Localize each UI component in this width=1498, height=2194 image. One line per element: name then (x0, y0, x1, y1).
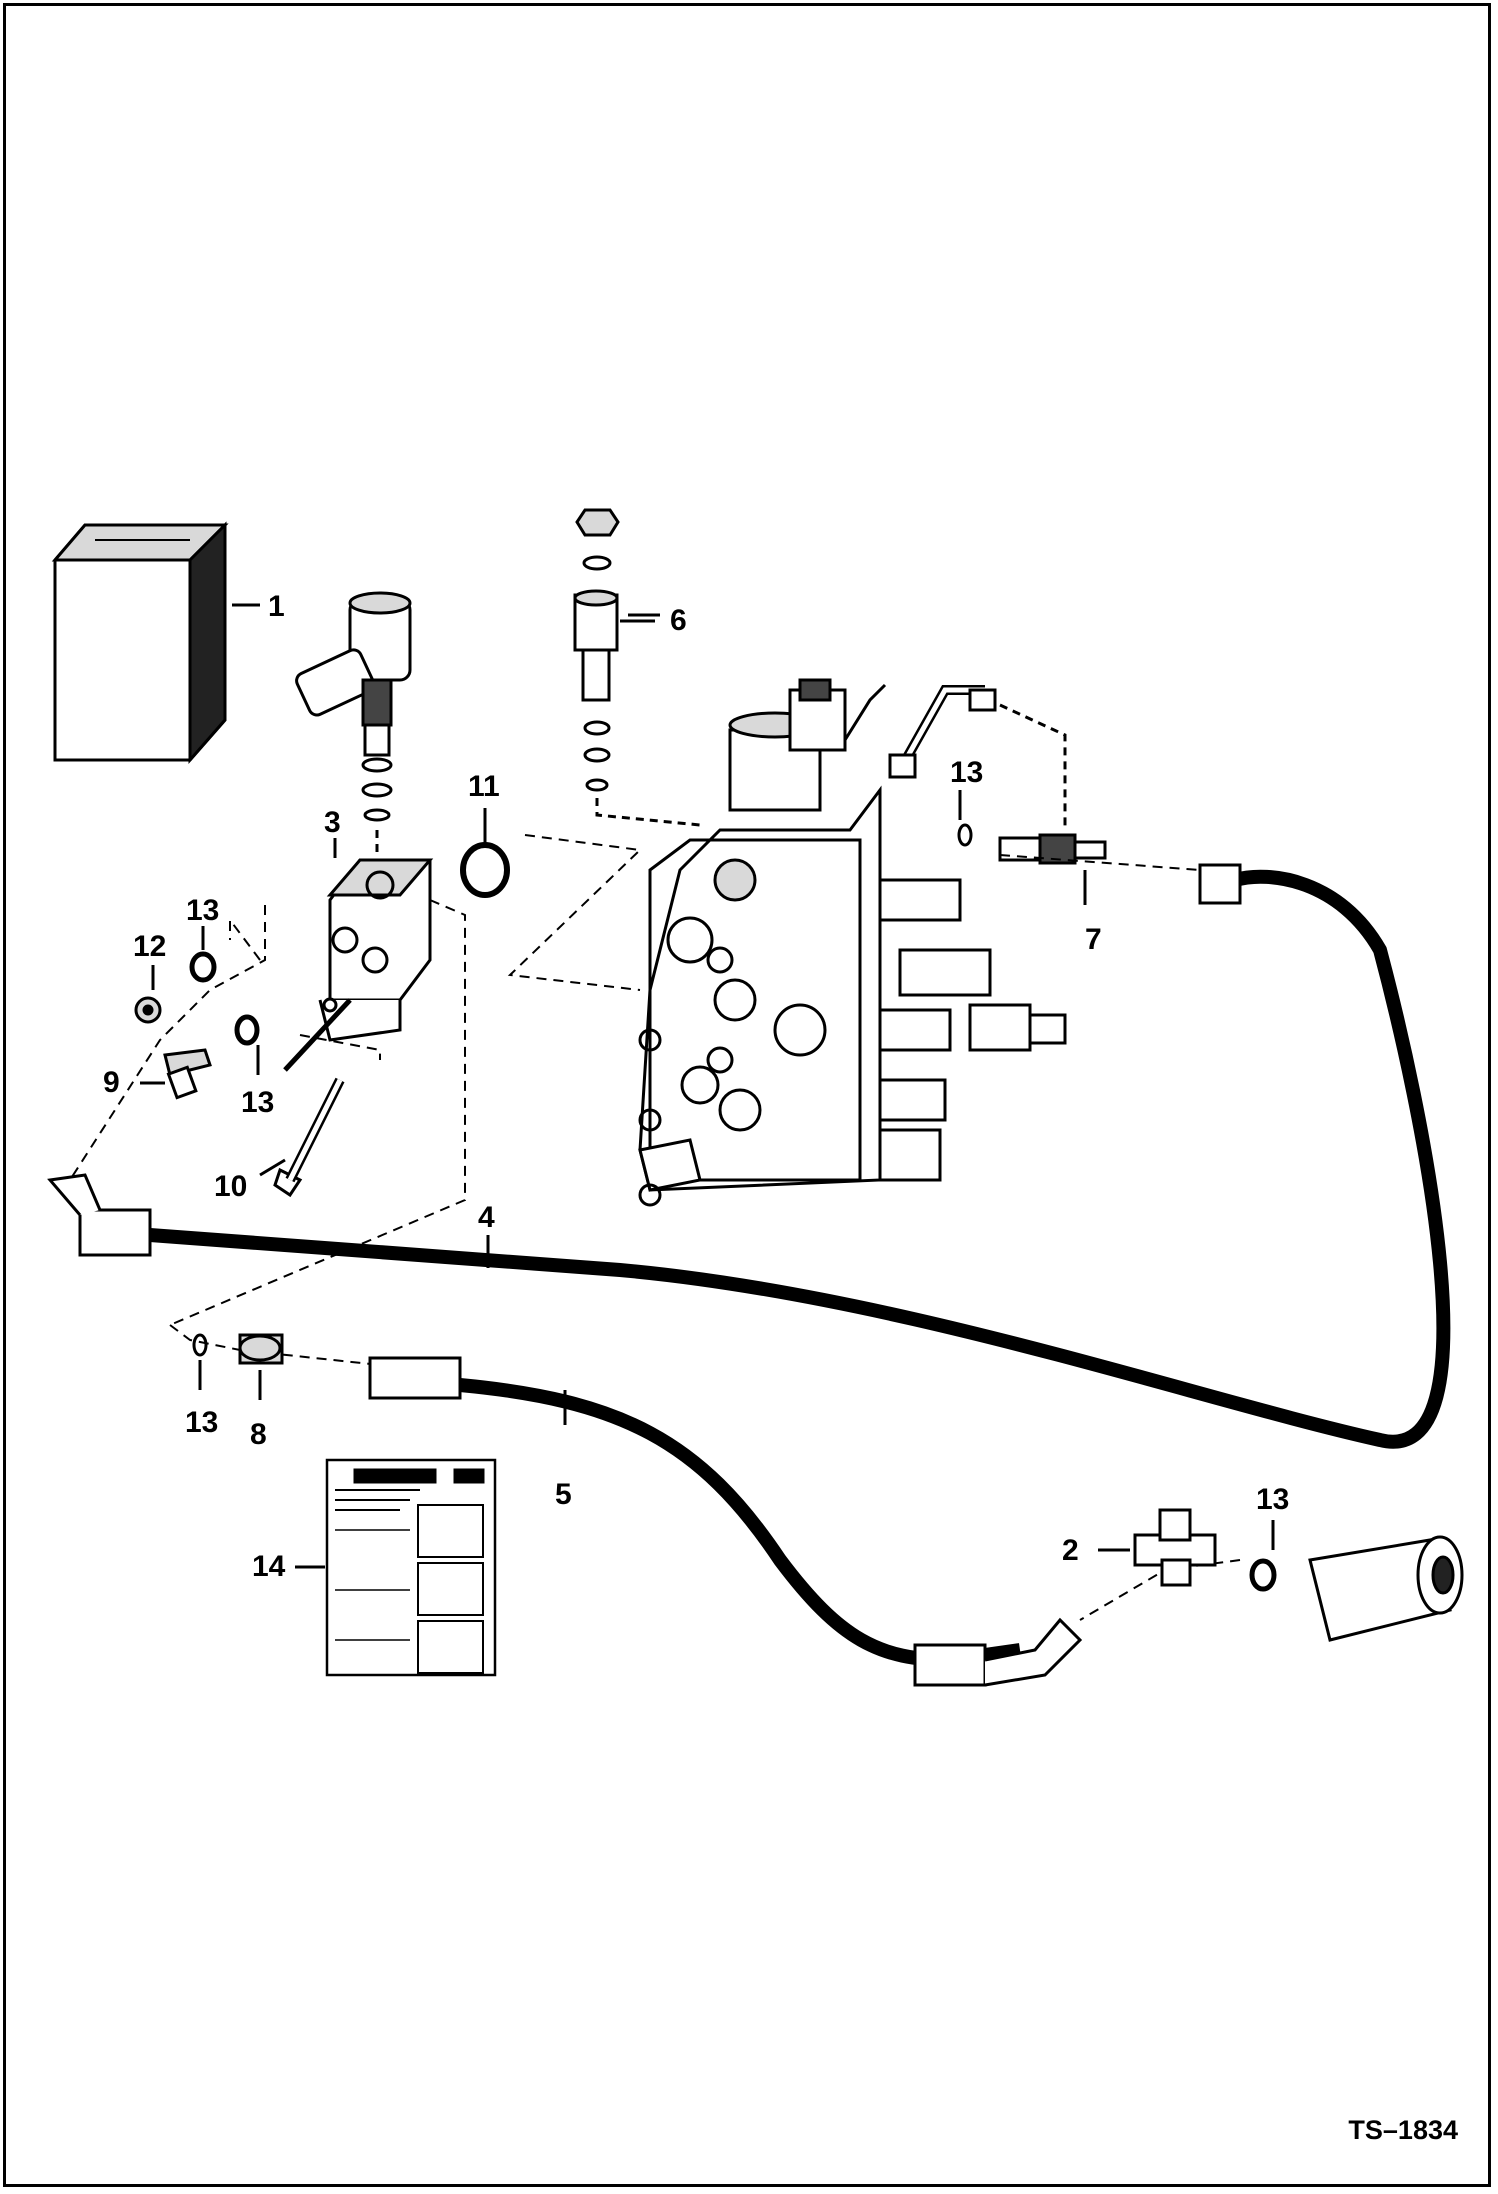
figure-id: TS–1834 (1348, 2115, 1458, 2145)
callout-12: 12 (133, 930, 167, 963)
callout-4: 4 (478, 1201, 495, 1234)
part-1-module-box (51, 521, 260, 764)
callout-13-valve: 13 (950, 756, 984, 789)
part-6-relief-valve (573, 508, 701, 827)
assembly-guide-lines (69, 834, 1241, 1621)
part-10-bolt (273, 998, 352, 1198)
part-8-fitting (238, 1333, 284, 1365)
part-5-hose (368, 1356, 1083, 1687)
callout-11: 11 (468, 770, 500, 803)
callout-1: 1 (268, 590, 285, 623)
part-4-hose (47, 863, 1451, 1449)
part-7-tube-fitting (888, 685, 1107, 905)
callout-9: 9 (103, 1066, 120, 1099)
callout-leaders (140, 619, 1275, 1569)
callout-7: 7 (1085, 923, 1102, 956)
callout-13-mid-left: 13 (241, 1086, 275, 1119)
callout-6: 6 (670, 604, 687, 637)
part-13-oring-d (1249, 1558, 1277, 1592)
callout-13-lower-left: 13 (185, 1406, 219, 1439)
callout-5: 5 (555, 1478, 572, 1511)
callout-10: 10 (214, 1170, 248, 1203)
part-12-plug (134, 996, 162, 1024)
callout-3: 3 (324, 806, 341, 839)
part-13-oring-c (192, 1333, 208, 1357)
main-control-valve (638, 678, 1067, 1207)
part-9-fitting (163, 1048, 212, 1100)
solenoid-valve-coil (295, 591, 412, 858)
part-14-instruction-sheet (325, 1458, 497, 1677)
part-3-valve-block (318, 840, 434, 1042)
callout-13-filter: 13 (1256, 1483, 1290, 1516)
callout-2: 2 (1062, 1534, 1079, 1567)
part-11-oring (460, 842, 510, 898)
part-2-tee-fitting (1133, 1508, 1217, 1587)
callout-14: 14 (252, 1550, 286, 1583)
part-13-oring-b (234, 1014, 260, 1046)
filter-cartridge (1308, 1535, 1464, 1642)
part-13-oring-a (189, 951, 217, 983)
callout-13-top-left: 13 (186, 894, 220, 927)
callout-8: 8 (250, 1418, 267, 1451)
